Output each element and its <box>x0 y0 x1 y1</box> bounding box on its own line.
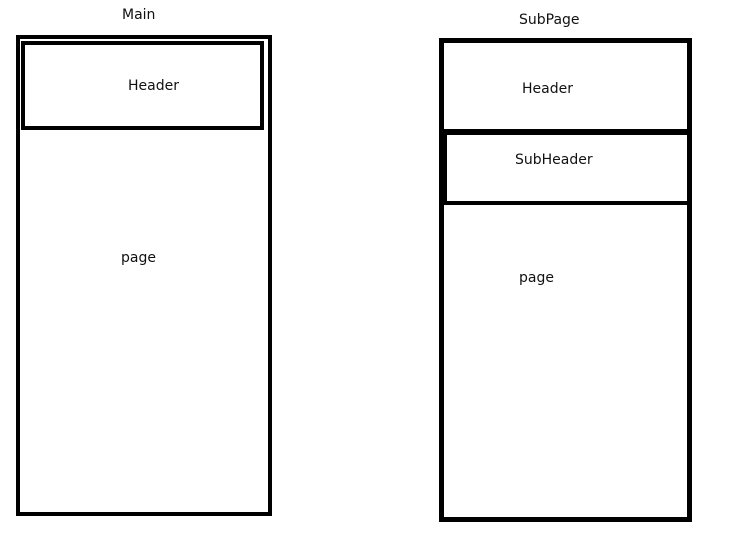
main-title: Main <box>122 7 156 23</box>
main-header-label: Header <box>128 78 179 94</box>
subpage-title: SubPage <box>519 12 580 28</box>
main-page-label: page <box>121 250 156 266</box>
main-page-frame <box>16 35 272 516</box>
subpage-subheader-box <box>443 131 692 205</box>
main-header-box <box>21 41 264 130</box>
subpage-subheader-label: SubHeader <box>515 152 593 168</box>
subpage-header-label: Header <box>522 81 573 97</box>
subpage-page-label: page <box>519 270 554 286</box>
